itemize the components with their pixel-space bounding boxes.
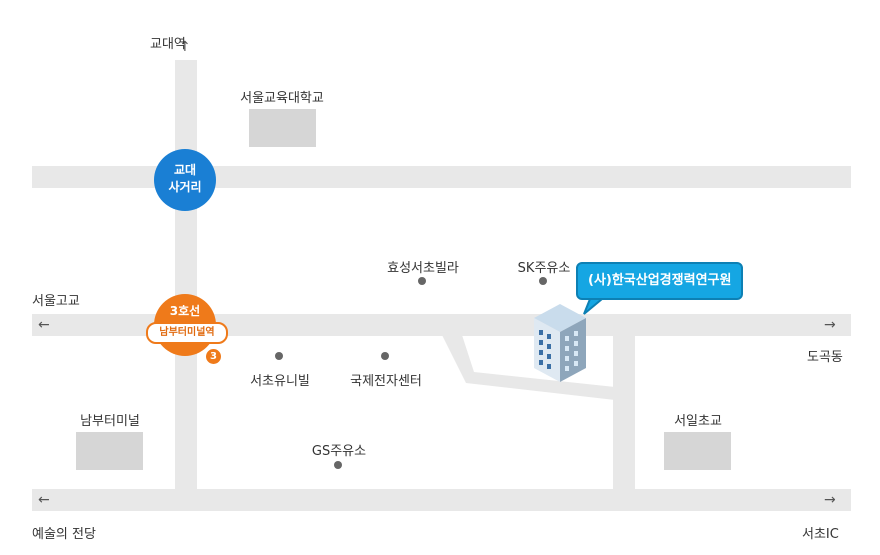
arrow-left-icon: ← <box>38 492 50 508</box>
university-block <box>249 109 316 147</box>
arrow-right-icon: → <box>824 317 836 333</box>
sk-gas-label: SK주유소 <box>517 261 571 276</box>
nambu-terminal-label: 남부터미널 <box>80 414 140 429</box>
gs-gas-dot <box>334 461 342 469</box>
hyosung-label: 효성서초빌라 <box>387 261 459 276</box>
university-label: 서울교육대학교 <box>240 91 324 106</box>
line3-label: 3호선 <box>169 304 201 318</box>
electronics-label: 국제전자센터 <box>350 374 422 389</box>
seocho-unibil-label: 서초유니빌 <box>250 374 310 389</box>
gyodae-intersection-marker: 교대 사거리 <box>154 149 216 211</box>
gyodae-line2: 사거리 <box>168 180 202 194</box>
gyodae-line1: 교대 <box>173 163 197 177</box>
nambu-terminal-block <box>76 432 143 470</box>
road-upper-horizontal <box>32 166 851 188</box>
gyodae-station-label: 교대역 <box>150 37 186 52</box>
hyosung-dot <box>418 277 426 285</box>
station-name-pill: 남부터미널역 <box>146 322 228 344</box>
seoul-hs-label: 서울고교 <box>32 294 80 309</box>
road-middle-horizontal <box>32 314 851 336</box>
arrow-up-icon: ↑ <box>179 39 191 55</box>
road-vertical-east <box>613 335 635 492</box>
arts-center-label: 예술의 전당 <box>32 527 96 542</box>
exit-number-badge: 3 <box>206 349 221 364</box>
destination-callout: (사)한국산업경쟁력연구원 <box>576 262 744 300</box>
seocho-ic-label: 서초IC <box>802 527 839 542</box>
docok-label: 도곡동 <box>807 350 843 365</box>
seocho-unibil-dot <box>275 352 283 360</box>
electronics-dot <box>381 352 389 360</box>
sk-gas-dot <box>539 277 547 285</box>
seoil-school-block <box>664 432 731 470</box>
arrow-right-icon: → <box>824 492 836 508</box>
seoil-school-label: 서일초교 <box>674 414 722 429</box>
gs-gas-label: GS주유소 <box>311 444 367 459</box>
office-building-icon <box>534 304 586 382</box>
road-lower-horizontal <box>32 489 851 511</box>
arrow-left-icon: ← <box>38 317 50 333</box>
